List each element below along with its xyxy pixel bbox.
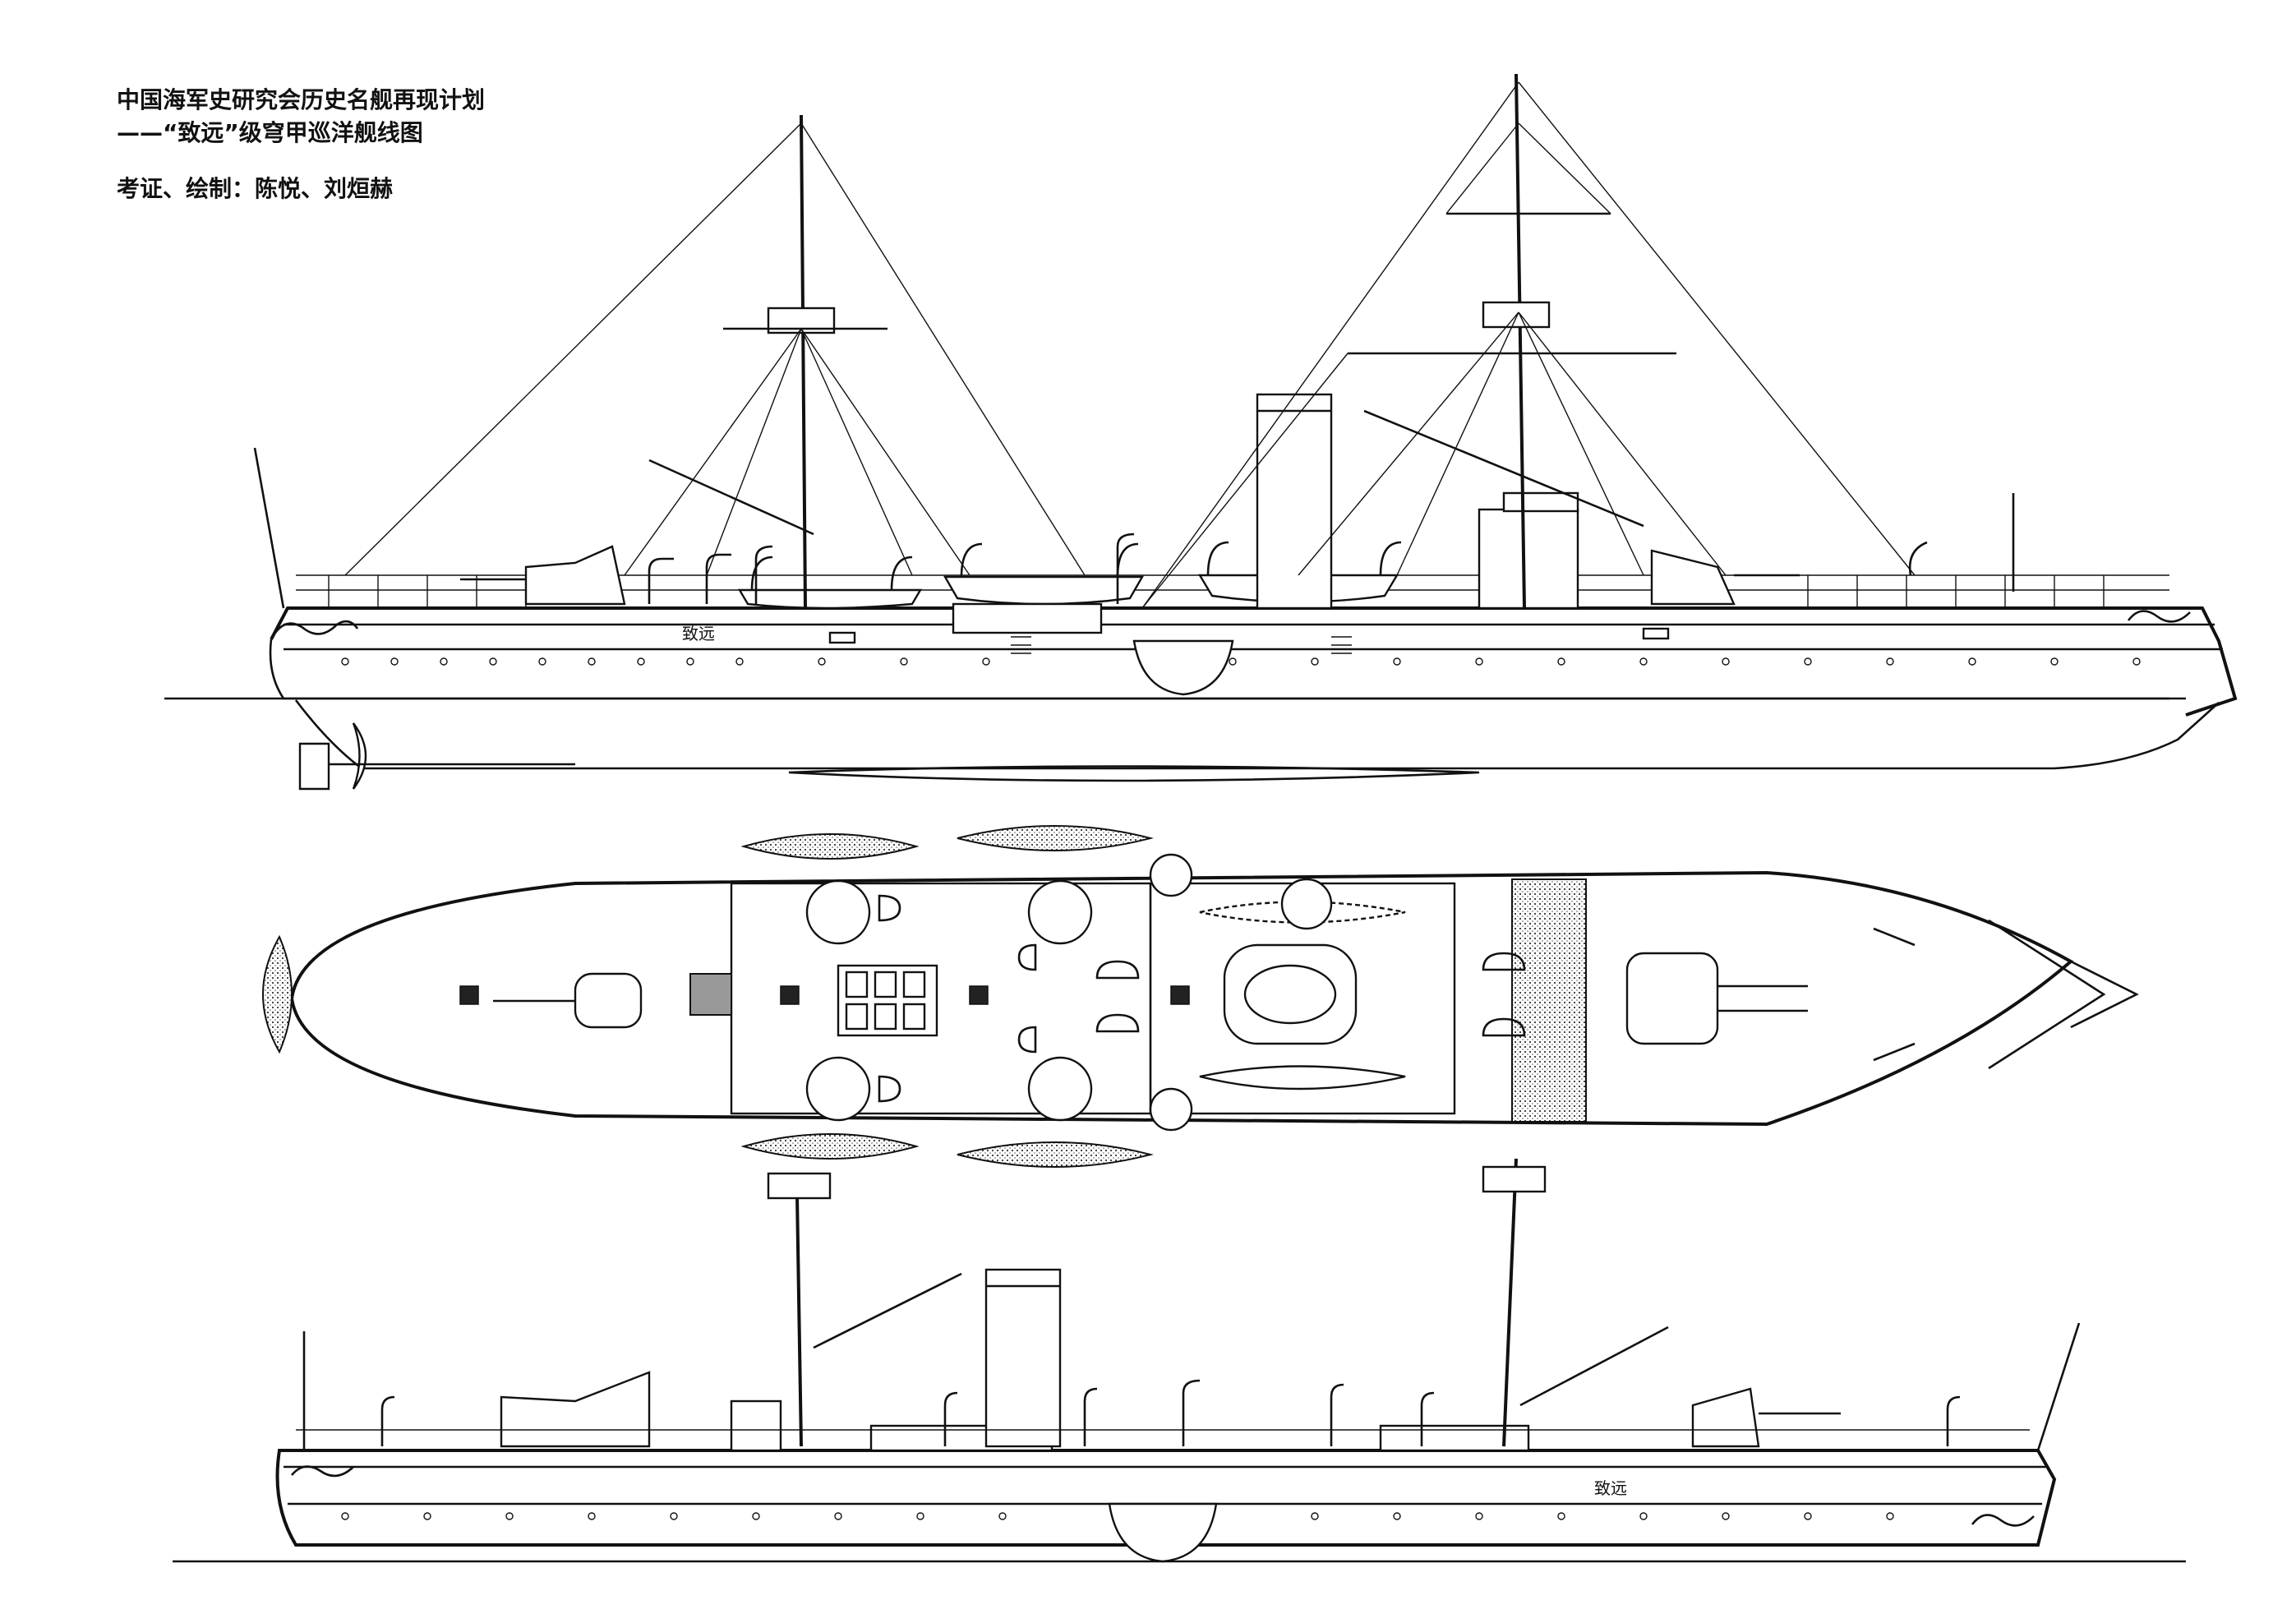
capstan-plan bbox=[689, 973, 732, 1016]
main-mast-bottom bbox=[795, 1195, 803, 1447]
aft-deckhouse-bottom bbox=[730, 1399, 782, 1452]
rigging-top bbox=[344, 81, 1916, 609]
midship-deckhouse-top bbox=[952, 602, 1103, 634]
boat-plan-5 bbox=[1199, 1065, 1406, 1090]
fore-gun-shield-bottom bbox=[1691, 1387, 1760, 1448]
plan-view bbox=[262, 825, 2139, 1168]
fore-mast-top bbox=[1515, 73, 1526, 609]
skylight-grid bbox=[837, 964, 938, 1037]
hull-name-bottom: 致远 bbox=[1594, 1478, 1627, 1498]
fore-fighting-top bbox=[1482, 301, 1551, 329]
main-mast-top bbox=[800, 114, 807, 609]
bow-ornament-top bbox=[2127, 610, 2191, 623]
fore-bridge-top bbox=[1478, 508, 1579, 610]
funnel-bottom bbox=[984, 1268, 1062, 1448]
stern-ornament-bottom bbox=[291, 1465, 354, 1478]
boat-2-top bbox=[943, 575, 1145, 606]
aft-gun-shield-bottom bbox=[500, 1371, 651, 1448]
sponson-top bbox=[1132, 639, 1234, 696]
hull-name-top: 致远 bbox=[682, 624, 715, 643]
boat-plan-1 bbox=[740, 833, 920, 860]
fore-gun-plan bbox=[1625, 952, 1719, 1045]
stern-boat-plan bbox=[262, 934, 293, 1054]
caption-title-line2: ——“致远”级穹甲巡洋舰线图 bbox=[117, 119, 423, 146]
boat-plan-3 bbox=[740, 1133, 920, 1160]
port-profile-view: 致远 bbox=[173, 1158, 2186, 1563]
fore-gun-shield-top bbox=[1650, 549, 1736, 606]
bridge-deck-plan bbox=[1511, 878, 1587, 1123]
underwater-hull-top bbox=[294, 699, 2220, 770]
portholes-bottom bbox=[341, 1512, 1894, 1520]
hull-bottom bbox=[275, 1449, 2057, 1547]
drawing-caption: 中国海军史研究会历史名舰再现计划 ——“致远”级穹甲巡洋舰线图 考证、绘制：陈悦… bbox=[117, 84, 485, 205]
boat-plan-4 bbox=[957, 1141, 1154, 1168]
hull-plan bbox=[289, 870, 2074, 1127]
rudder-top bbox=[298, 742, 330, 791]
caption-credit: 考证、绘制：陈悦、刘烜赫 bbox=[117, 175, 394, 202]
portholes-top bbox=[341, 657, 2141, 666]
boat-1-top bbox=[737, 588, 923, 610]
aft-gun-plan bbox=[574, 972, 643, 1029]
propeller-top bbox=[352, 722, 367, 790]
fore-mast-bottom bbox=[1502, 1158, 1518, 1447]
sponson-bottom bbox=[1108, 1502, 1218, 1563]
bilge-keel bbox=[788, 765, 1480, 782]
bow-ornament-bottom bbox=[1971, 1514, 2035, 1527]
funnel-top bbox=[1256, 393, 1333, 610]
stern-ornament-top bbox=[274, 620, 359, 635]
starboard-profile-view: 致远 bbox=[164, 73, 2238, 791]
boat-plan-2 bbox=[957, 825, 1154, 851]
caption-title-line1: 中国海军史研究会历史名舰再现计划 bbox=[117, 86, 486, 113]
aft-gun-shield-top bbox=[524, 545, 626, 606]
